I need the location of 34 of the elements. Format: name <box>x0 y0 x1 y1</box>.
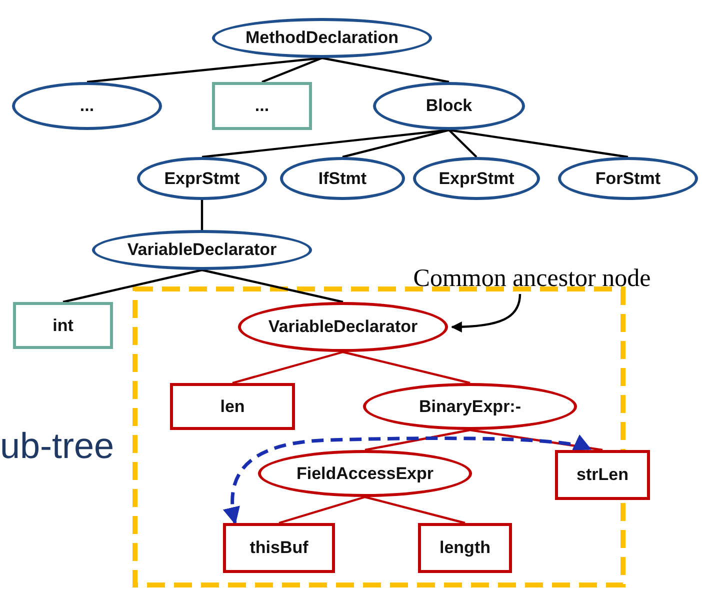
side-heading: ub-tree <box>0 428 114 464</box>
box-node: len <box>170 383 295 430</box>
ellipse-node: IfStmt <box>280 157 405 200</box>
tree-edge <box>342 350 470 384</box>
box-node: thisBuf <box>223 523 335 573</box>
tree-edge <box>200 200 204 230</box>
ellipse-node: ExprStmt <box>137 157 267 200</box>
arrow <box>450 294 522 332</box>
tree-edge <box>364 428 470 452</box>
box-node: length <box>418 523 512 573</box>
dashed-arrow <box>224 436 592 525</box>
ellipse-node: VariableDeclarator <box>92 230 312 270</box>
annotation-text: Common ancestor node <box>372 264 692 294</box>
ellipse-node: Block <box>373 82 525 130</box>
tree-edge <box>62 268 202 304</box>
ellipse-node: MethodDeclaration <box>212 18 432 58</box>
tree-edge <box>448 128 628 158</box>
tree-edge <box>232 350 344 384</box>
tree-edge <box>262 56 322 84</box>
ellipse-node: BinaryExpr:- <box>363 383 577 430</box>
box-node: strLen <box>555 450 650 500</box>
tree-edge <box>448 129 478 158</box>
ellipse-node: FieldAccessExpr <box>258 450 472 497</box>
ellipse-node: ForStmt <box>558 157 698 200</box>
ellipse-node: ExprStmt <box>413 157 540 200</box>
ellipse-node: ... <box>12 82 162 130</box>
tree-edge <box>322 56 450 84</box>
tree-edge <box>202 268 344 304</box>
box-node: int <box>13 302 113 349</box>
ellipse-node: VariableDeclarator <box>238 302 448 352</box>
box-node: ... <box>212 82 312 130</box>
tree-edge <box>278 496 366 524</box>
tree-edge <box>364 496 466 524</box>
tree-edge <box>342 128 450 158</box>
